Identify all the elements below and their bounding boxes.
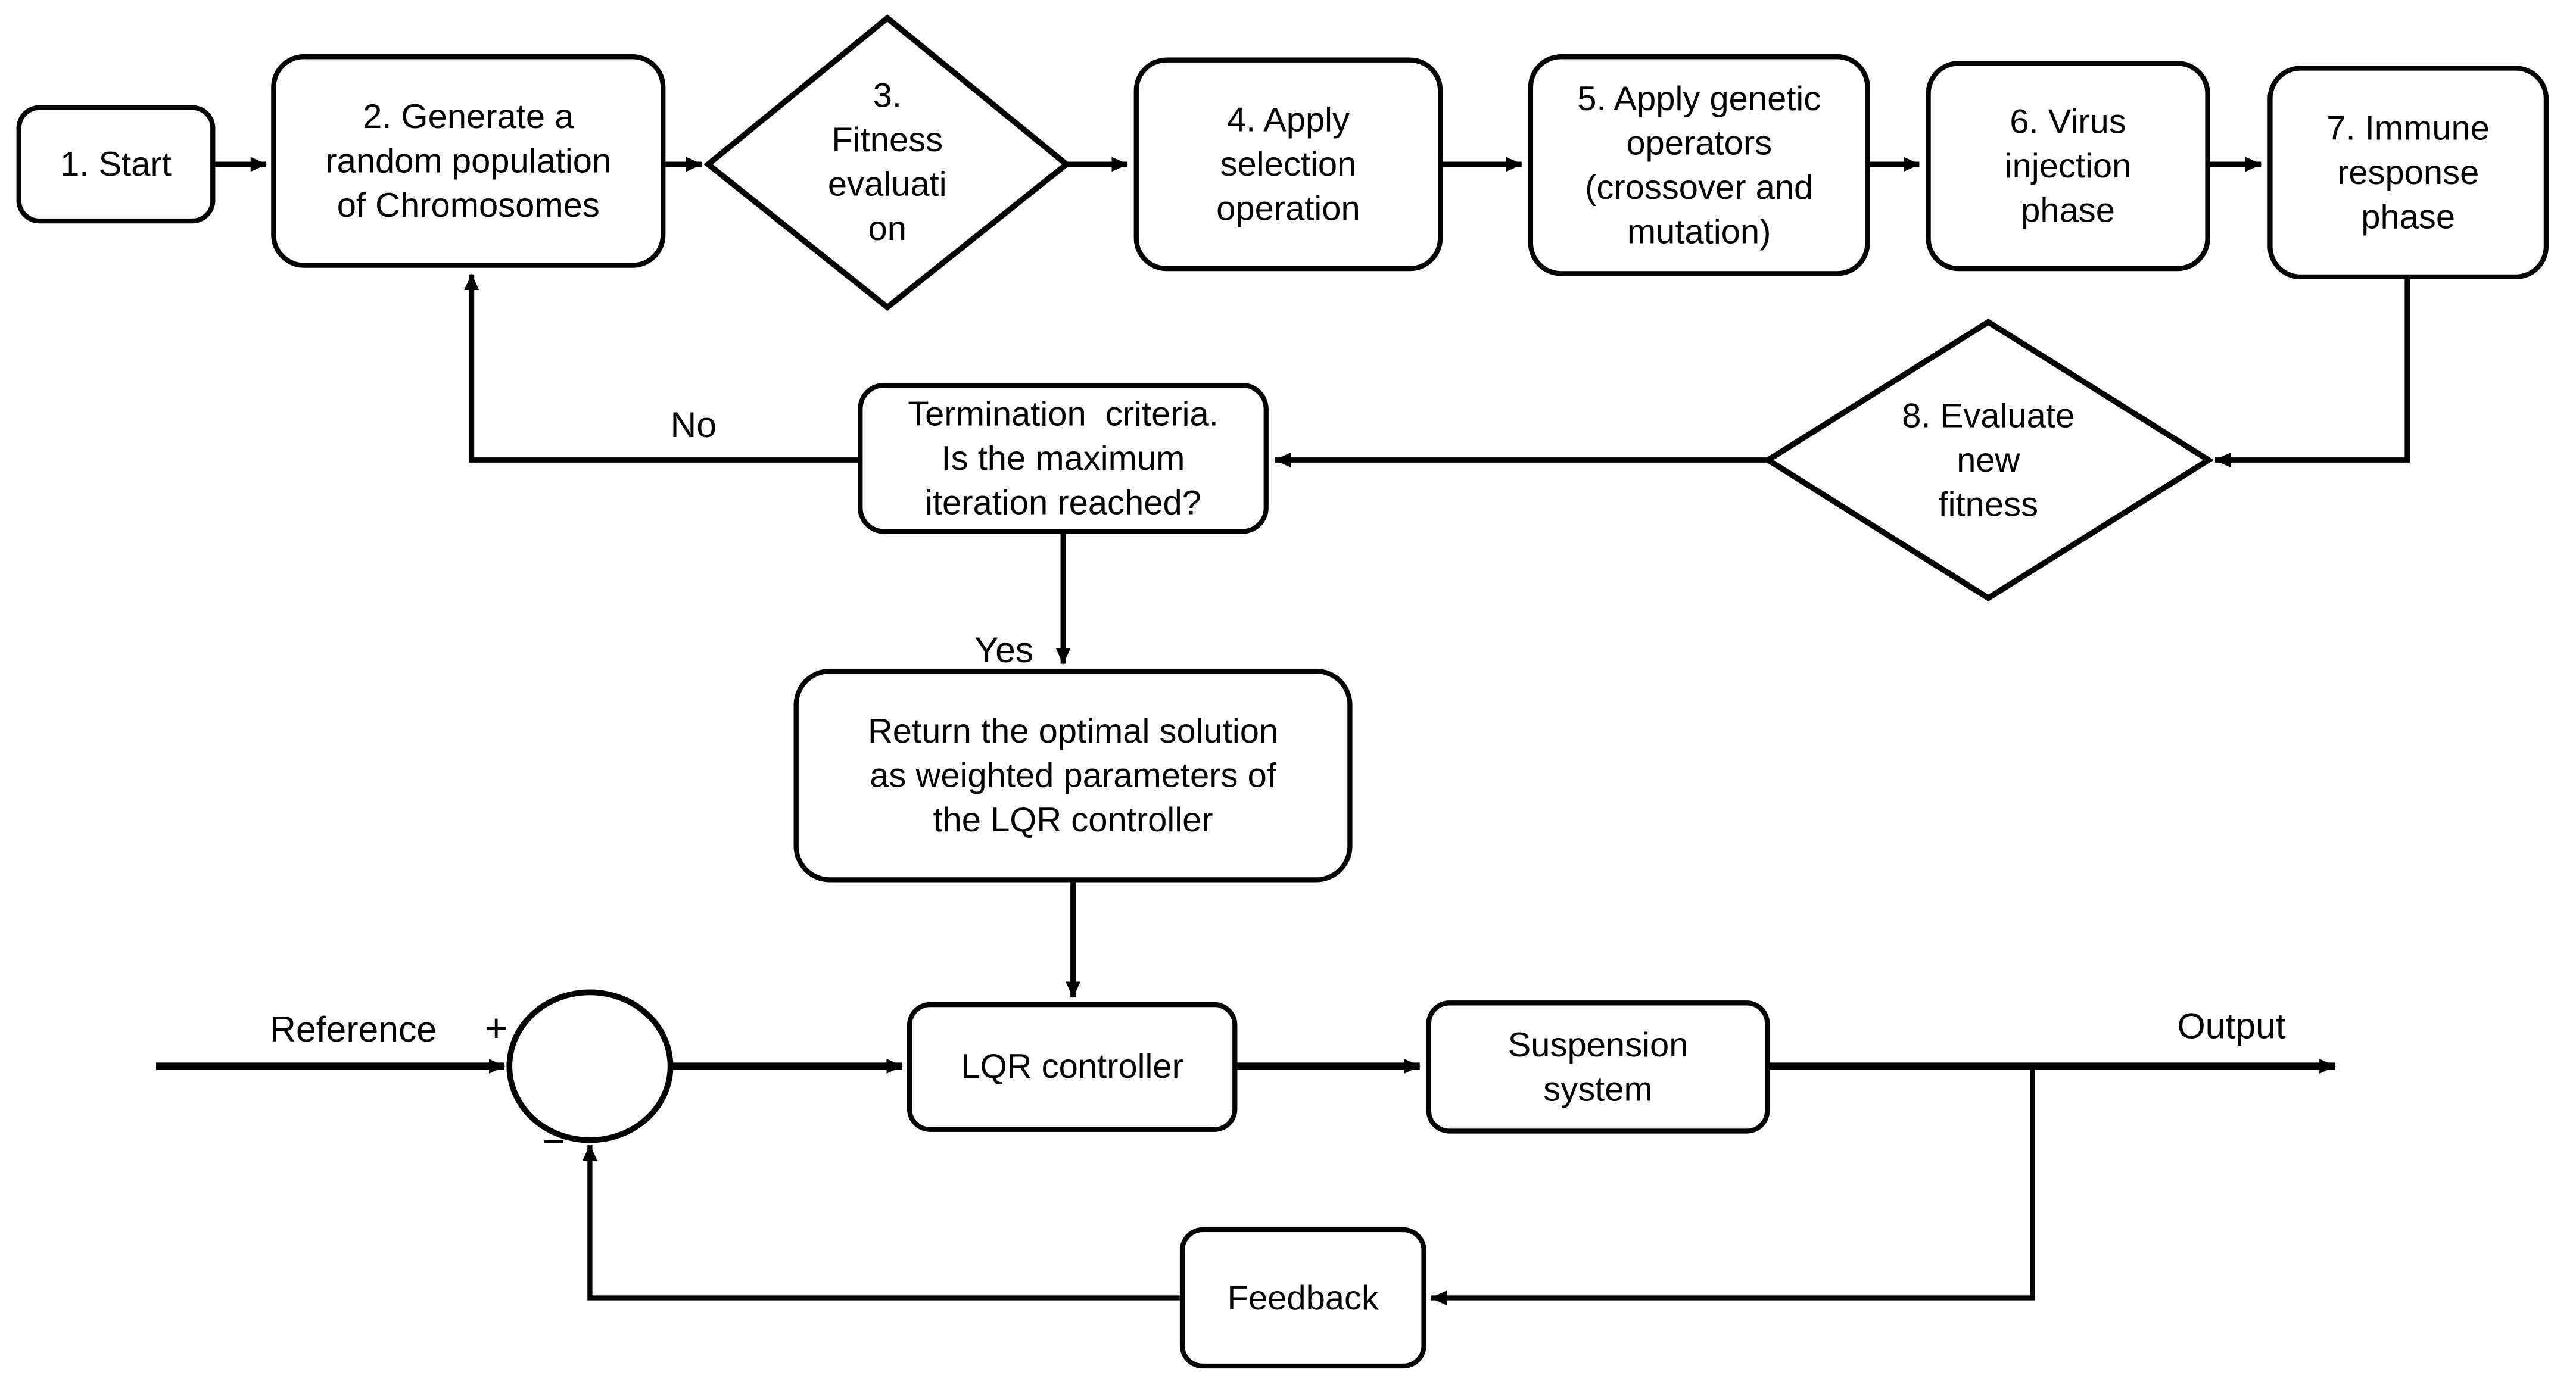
- evaluate-new-fitness-label: 8. Evaluate new fitness: [1902, 397, 2075, 525]
- plus-sign: +: [484, 1006, 508, 1051]
- node-immune-response: 7. Immune response phase: [2267, 66, 2549, 280]
- node-suspension-system: Suspension system: [1426, 1000, 1770, 1134]
- arrow-immune-to-evaluate: [2214, 279, 2410, 467]
- node-virus-injection: 6. Virus injection phase: [1926, 61, 2210, 272]
- node-lqr-controller: LQR controller: [907, 1002, 1238, 1132]
- edge-label-yes: Yes: [974, 629, 1034, 671]
- evaluate-new-fitness-diamond: [1762, 319, 2214, 601]
- node-genetic-operators: 5. Apply genetic operators (crossover an…: [1528, 54, 1870, 276]
- node-termination-criteria: Termination criteria. Is the maximum ite…: [858, 382, 1269, 534]
- arrow-feedback-to-junction: [583, 1144, 1180, 1301]
- node-feedback: Feedback: [1179, 1227, 1426, 1369]
- arrow-no-to-generate: [464, 273, 858, 463]
- node-apply-selection: 4. Apply selection operation: [1133, 57, 1443, 272]
- output-label: Output: [2177, 1005, 2286, 1047]
- fitness-evaluation-label: 3. Fitness evaluati on: [827, 77, 947, 248]
- minus-sign: −: [542, 1120, 566, 1164]
- fitness-evaluation-diamond: [703, 14, 1071, 311]
- summing-junction: [506, 989, 674, 1143]
- node-start: 1. Start: [16, 105, 216, 224]
- node-return-solution: Return the optimal solution as weighted …: [793, 668, 1353, 883]
- arrow-output-tap-to-feedback: [1430, 1066, 2035, 1305]
- reference-label: Reference: [270, 1008, 437, 1050]
- edge-label-no: No: [670, 404, 717, 445]
- node-generate-population: 2. Generate a random population of Chrom…: [271, 54, 666, 268]
